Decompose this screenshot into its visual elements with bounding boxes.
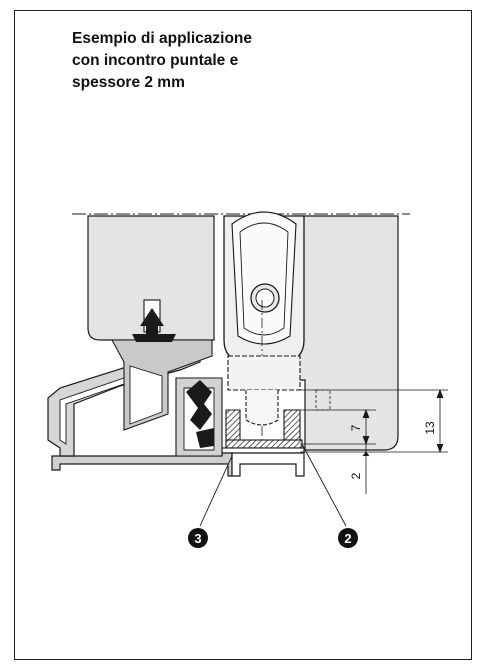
sash-panel-right <box>295 215 399 451</box>
fixing-clip <box>132 299 176 342</box>
caption-line-2: con incontro puntale e <box>72 52 239 69</box>
leader-line-2 <box>301 443 347 527</box>
dimension-2: 2 <box>349 472 363 479</box>
leader-line-3 <box>199 455 233 527</box>
spacer-2mm <box>221 447 305 454</box>
caption-line-3: spessore 2 mm <box>72 74 185 91</box>
callout-3: 3 <box>188 528 208 548</box>
locking-cam <box>223 211 305 363</box>
dimension-13: 13 <box>423 421 437 435</box>
gasket-seal <box>186 380 214 448</box>
dimension-lines <box>300 388 448 494</box>
diagram-caption: Esempio di applicazione con incontro pun… <box>72 28 402 94</box>
keeper-base-profile <box>231 452 305 477</box>
callout-3-label: 3 <box>194 531 201 546</box>
callout-2-label: 2 <box>344 531 351 546</box>
dimension-7: 7 <box>349 424 363 431</box>
callout-2: 2 <box>338 528 358 548</box>
caption-line-1: Esempio di applicazione <box>72 30 253 47</box>
bolt-pin <box>227 355 301 426</box>
